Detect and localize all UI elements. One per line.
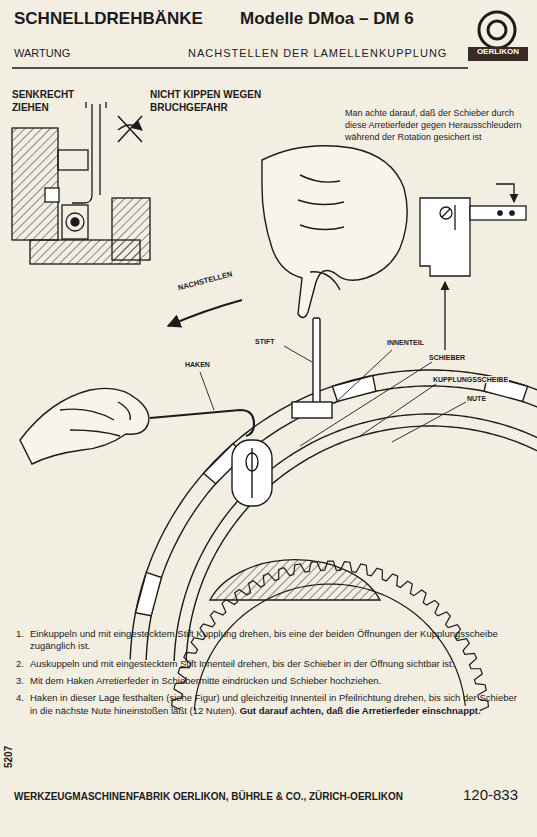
no-tilt-cross <box>118 116 142 142</box>
warning-note: NICHT KIPPEN WEGEN BRUCHGEFAHR <box>150 89 261 113</box>
adjust-arrow <box>168 300 242 326</box>
hub <box>210 560 380 600</box>
sheet-number: 120-833 <box>463 786 518 803</box>
detail-note: Man achte darauf, daß der Schieber durch… <box>345 108 522 142</box>
step-number: 4. <box>16 692 24 703</box>
slider-detail <box>420 184 526 350</box>
part-label: INNENTEIL <box>386 339 425 346</box>
part-label: NUTE <box>466 395 487 402</box>
pin-and-hook <box>150 318 332 506</box>
step-number: 1. <box>16 628 24 639</box>
step-number: 3. <box>16 675 24 686</box>
part-label: STIFT <box>254 338 275 345</box>
part-label: SCHIEBER <box>428 354 466 361</box>
part-label: HAKEN <box>184 361 211 368</box>
header-rule <box>12 68 468 69</box>
subject-heading: NACHSTELLEN DER LAMELLENKUPPLUNG <box>188 47 447 59</box>
step-text: Auskuppeln und mit eingestecktem Stift I… <box>30 658 454 669</box>
warning-note: SENKRECHT ZIEHEN <box>12 89 74 113</box>
step-number: 2. <box>16 658 24 669</box>
maker-footer: WERKZEUGMASCHINENFABRIK OERLIKON, BÜHRLE… <box>14 791 403 802</box>
part-label: KUPPLUNGSSCHEIBE <box>432 376 509 383</box>
model-heading: Modelle DMoa – DM 6 <box>240 9 414 28</box>
section-heading: WARTUNG <box>14 47 70 59</box>
left-hand <box>20 388 149 464</box>
document-number: 5207 <box>3 746 14 768</box>
logo-text: OERLIKON <box>477 47 519 56</box>
right-hand <box>262 146 407 318</box>
title: SCHNELLDREHBÄNKE <box>14 9 203 28</box>
leader-lines <box>200 346 466 446</box>
section-view <box>12 102 150 264</box>
step-emphasis: Gut darauf achten, daß die Arretierfeder… <box>240 705 481 716</box>
step-text: Mit dem Haken Arretierfeder in Schieberm… <box>30 675 381 686</box>
direction-label: NACHSTELLEN <box>176 269 234 293</box>
oerlikon-logo <box>468 12 528 61</box>
step-text: Einkuppeln und mit eingestecktem Stift K… <box>30 628 498 651</box>
clutch-disk <box>130 370 537 661</box>
